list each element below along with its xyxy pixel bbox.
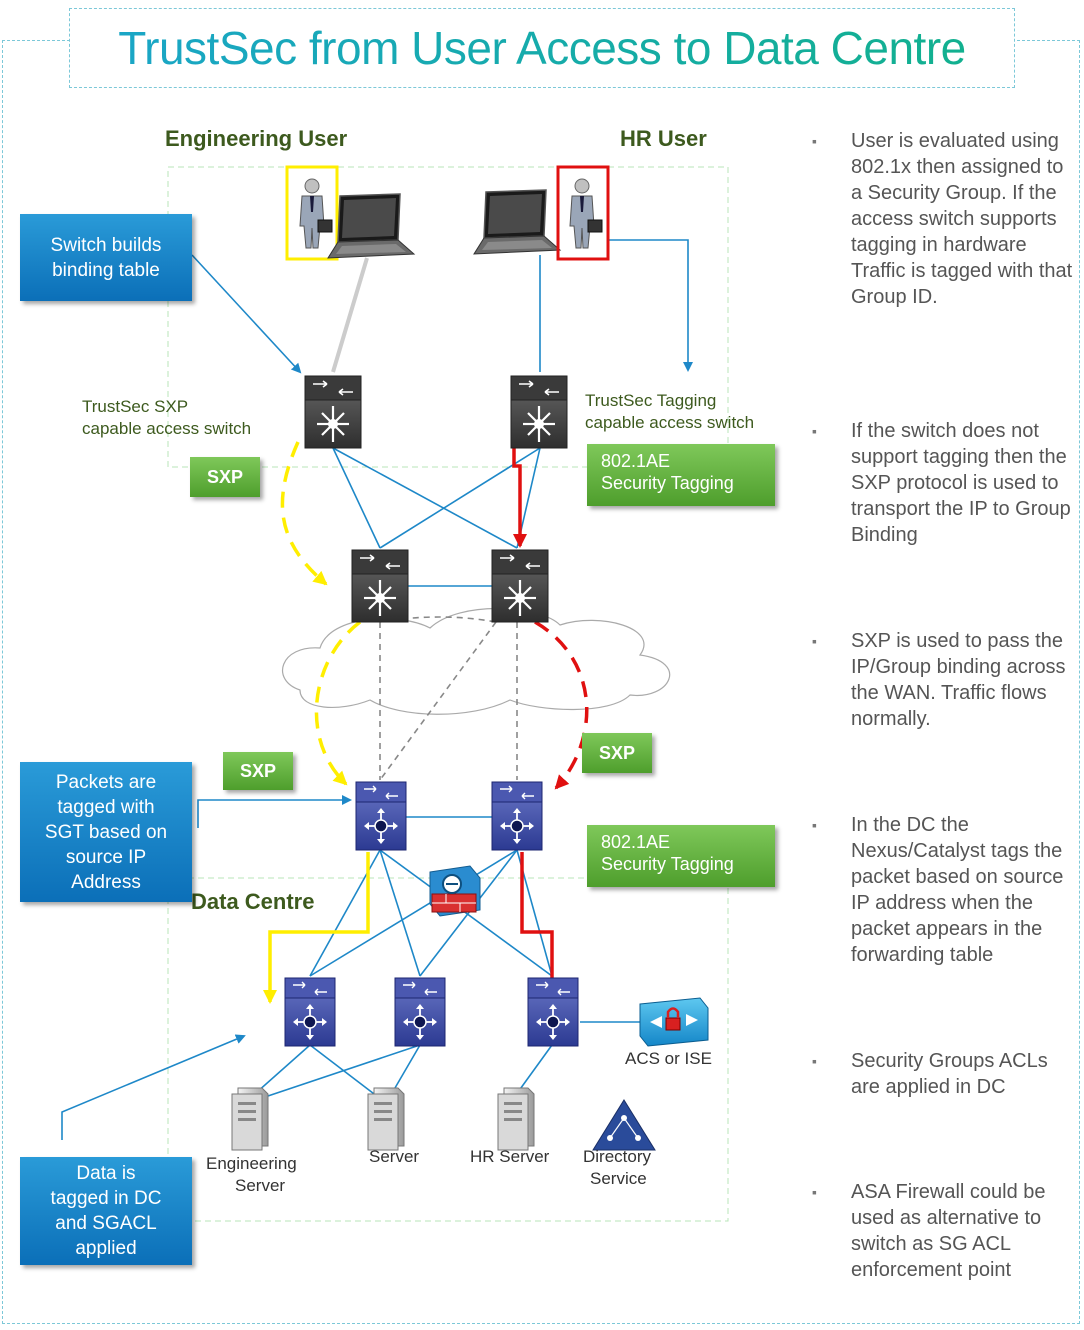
eng-server-label-1: Engineering: [206, 1154, 297, 1173]
wan-cloud: [282, 607, 671, 715]
page-title: TrustSec from User Access to Data Centre: [118, 22, 966, 74]
sxp-path-red: [534, 620, 589, 790]
bullet-text: ASA Firewall could be used as alternativ…: [851, 1181, 1046, 1281]
bullet-text: User is evaluated using 802.1x then assi…: [851, 130, 1073, 308]
sxp-path-yellow-lower: [314, 620, 362, 786]
security-tagging-tag-1: 802.1AE Security Tagging: [587, 444, 775, 506]
dc-core-left-icon: [355, 781, 407, 851]
dc-core-right-icon: [491, 781, 543, 851]
acs-ise-icon: [639, 997, 709, 1047]
bullet-marker: ▪: [812, 423, 817, 439]
asa-firewall-icon: [429, 865, 481, 917]
directory-label-2: Service: [590, 1169, 647, 1188]
acs-label: ACS or ISE: [625, 1049, 712, 1068]
hr-user-highlight: [556, 165, 610, 261]
engineering-user-label: Engineering User: [165, 126, 348, 151]
engineering-user-icon: [299, 178, 333, 249]
sxp-tag-2: SXP: [223, 752, 293, 790]
binding-table-callout: Switch builds binding table: [20, 214, 192, 301]
engineering-laptop-icon: [327, 193, 415, 259]
sxp-switch-label-1: TrustSec SXP: [82, 397, 189, 416]
hr-user-icon: [569, 178, 603, 249]
bullet-marker: ▪: [812, 633, 817, 649]
dc-access-3-icon: [527, 977, 579, 1047]
tag-switch-label-2: capable access switch: [585, 413, 755, 432]
bullet-marker: ▪: [812, 817, 817, 833]
sxp-access-switch-icon: [303, 374, 363, 450]
eng-user-highlight: [285, 165, 339, 261]
hr-laptop-icon: [473, 189, 561, 255]
data-centre-label: Data Centre: [191, 889, 315, 914]
eng-laptop-link: [331, 257, 369, 373]
bullet-text: Security Groups ACLs are applied in DC: [851, 1050, 1048, 1098]
directory-service-icon: [592, 1099, 656, 1151]
bullet-text: If the switch does not support tagging t…: [851, 420, 1071, 546]
sxp-path-yellow-upper: [280, 441, 328, 586]
bullet-marker: ▪: [812, 1184, 817, 1200]
wan-switch-left-icon: [350, 548, 410, 624]
security-tagging-tag-2: 802.1AE Security Tagging: [587, 825, 775, 887]
tagging-access-switch-icon: [509, 374, 569, 450]
tag-switch-label-1: TrustSec Tagging: [585, 391, 717, 410]
server-label: Server: [369, 1147, 420, 1166]
directory-label-1: Directory: [583, 1147, 652, 1166]
hr-server-label: HR Server: [470, 1147, 550, 1166]
sxp-tag-1: SXP: [190, 457, 260, 497]
hr-user-label: HR User: [620, 126, 707, 151]
engineering-server-icon: [231, 1087, 269, 1151]
hr-server-icon: [497, 1087, 535, 1151]
tagged-path-red: [520, 852, 559, 1010]
dc-access-1-icon: [284, 977, 336, 1047]
user-access-zone: [167, 166, 729, 468]
sxp-tag-3: SXP: [582, 733, 652, 773]
data-tagged-callout: Data is tagged in DC and SGACL applied: [20, 1157, 192, 1265]
server-icon: [367, 1087, 405, 1151]
title-box: TrustSec from User Access to Data Centre: [69, 8, 1015, 88]
bullet-marker: ▪: [812, 133, 817, 149]
sxp-switch-label-2: capable access switch: [82, 419, 252, 438]
bullet-text: In the DC the Nexus/Catalyst tags the pa…: [851, 814, 1064, 966]
bullet-text: SXP is used to pass the IP/Group binding…: [851, 630, 1066, 730]
packets-tagged-callout: Packets are tagged with SGT based on sou…: [20, 762, 192, 902]
dc-access-2-icon: [394, 977, 446, 1047]
bullet-marker: ▪: [812, 1053, 817, 1069]
wan-switch-right-icon: [490, 548, 550, 624]
tagged-path-yellow: [263, 852, 370, 1004]
eng-server-label-2: Server: [235, 1176, 286, 1195]
